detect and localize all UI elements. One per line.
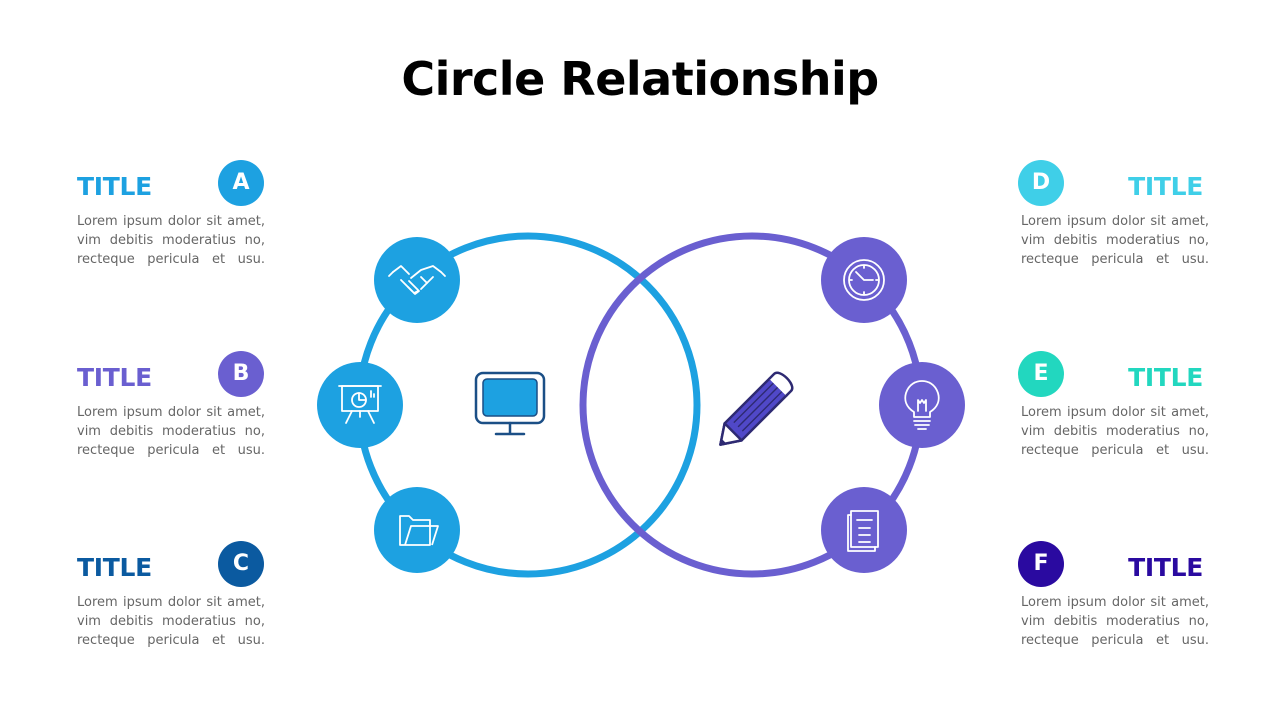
clock-icon <box>843 259 885 301</box>
page-title: Circle Relationship <box>401 52 879 106</box>
item-a-badge: A <box>218 160 264 206</box>
monitor-icon <box>474 371 546 436</box>
document-node <box>821 487 907 573</box>
item-c-line-3: recteque pericula et usu. <box>77 633 265 648</box>
presentation-node <box>317 362 403 448</box>
folder-icon <box>399 515 439 546</box>
item-d-badge: D <box>1018 160 1064 206</box>
item-d-title: TITLE <box>1128 172 1203 201</box>
folder-node <box>374 487 460 573</box>
item-f-title: TITLE <box>1128 553 1203 582</box>
item-b-badge: B <box>218 351 264 397</box>
item-e-line-3: recteque pericula et usu. <box>1021 443 1209 458</box>
item-a-line-3: recteque pericula et usu. <box>77 252 265 267</box>
item-e-title: TITLE <box>1128 363 1203 392</box>
item-a-description: Lorem ipsum dolor sit amet, vim debitis … <box>77 212 265 269</box>
item-a: TITLE A Lorem ipsum dolor sit amet, vim … <box>77 160 267 275</box>
item-c-description: Lorem ipsum dolor sit amet, vim debitis … <box>77 593 265 650</box>
document-icon <box>847 510 879 552</box>
presentation-board-icon <box>338 385 382 424</box>
item-c-line-1: Lorem ipsum dolor sit amet, <box>77 595 265 610</box>
item-c-badge: C <box>218 541 264 587</box>
item-b-line-2: vim debitis moderatius no, <box>77 424 265 439</box>
item-b-line-1: Lorem ipsum dolor sit amet, <box>77 405 265 420</box>
item-e: E TITLE Lorem ipsum dolor sit amet, vim … <box>1018 351 1211 466</box>
item-b: TITLE B Lorem ipsum dolor sit amet, vim … <box>77 351 267 466</box>
item-d-line-2: vim debitis moderatius no, <box>1021 233 1209 248</box>
item-d-line-3: recteque pericula et usu. <box>1021 252 1209 267</box>
item-f: F TITLE Lorem ipsum dolor sit amet, vim … <box>1018 541 1211 656</box>
item-c: TITLE C Lorem ipsum dolor sit amet, vim … <box>77 541 267 656</box>
item-a-title: TITLE <box>77 172 152 201</box>
item-f-line-3: recteque pericula et usu. <box>1021 633 1209 648</box>
item-e-description: Lorem ipsum dolor sit amet, vim debitis … <box>1021 403 1209 460</box>
lightbulb-node <box>879 362 965 448</box>
item-b-line-3: recteque pericula et usu. <box>77 443 265 458</box>
item-e-line-2: vim debitis moderatius no, <box>1021 424 1209 439</box>
item-b-description: Lorem ipsum dolor sit amet, vim debitis … <box>77 403 265 460</box>
handshake-node <box>374 237 460 323</box>
item-f-badge: F <box>1018 541 1064 587</box>
handshake-icon <box>388 265 446 295</box>
item-d-description: Lorem ipsum dolor sit amet, vim debitis … <box>1021 212 1209 269</box>
pencil-icon <box>719 371 794 446</box>
item-f-line-1: Lorem ipsum dolor sit amet, <box>1021 595 1209 610</box>
item-c-line-2: vim debitis moderatius no, <box>77 614 265 629</box>
item-c-title: TITLE <box>77 553 152 582</box>
item-b-title: TITLE <box>77 363 152 392</box>
item-f-description: Lorem ipsum dolor sit amet, vim debitis … <box>1021 593 1209 650</box>
item-a-line-2: vim debitis moderatius no, <box>77 233 265 248</box>
item-f-line-2: vim debitis moderatius no, <box>1021 614 1209 629</box>
item-e-badge: E <box>1018 351 1064 397</box>
item-d: D TITLE Lorem ipsum dolor sit amet, vim … <box>1018 160 1211 275</box>
item-e-line-1: Lorem ipsum dolor sit amet, <box>1021 405 1209 420</box>
item-a-line-1: Lorem ipsum dolor sit amet, <box>77 214 265 229</box>
clock-node <box>821 237 907 323</box>
item-d-line-1: Lorem ipsum dolor sit amet, <box>1021 214 1209 229</box>
lightbulb-icon <box>904 380 940 430</box>
